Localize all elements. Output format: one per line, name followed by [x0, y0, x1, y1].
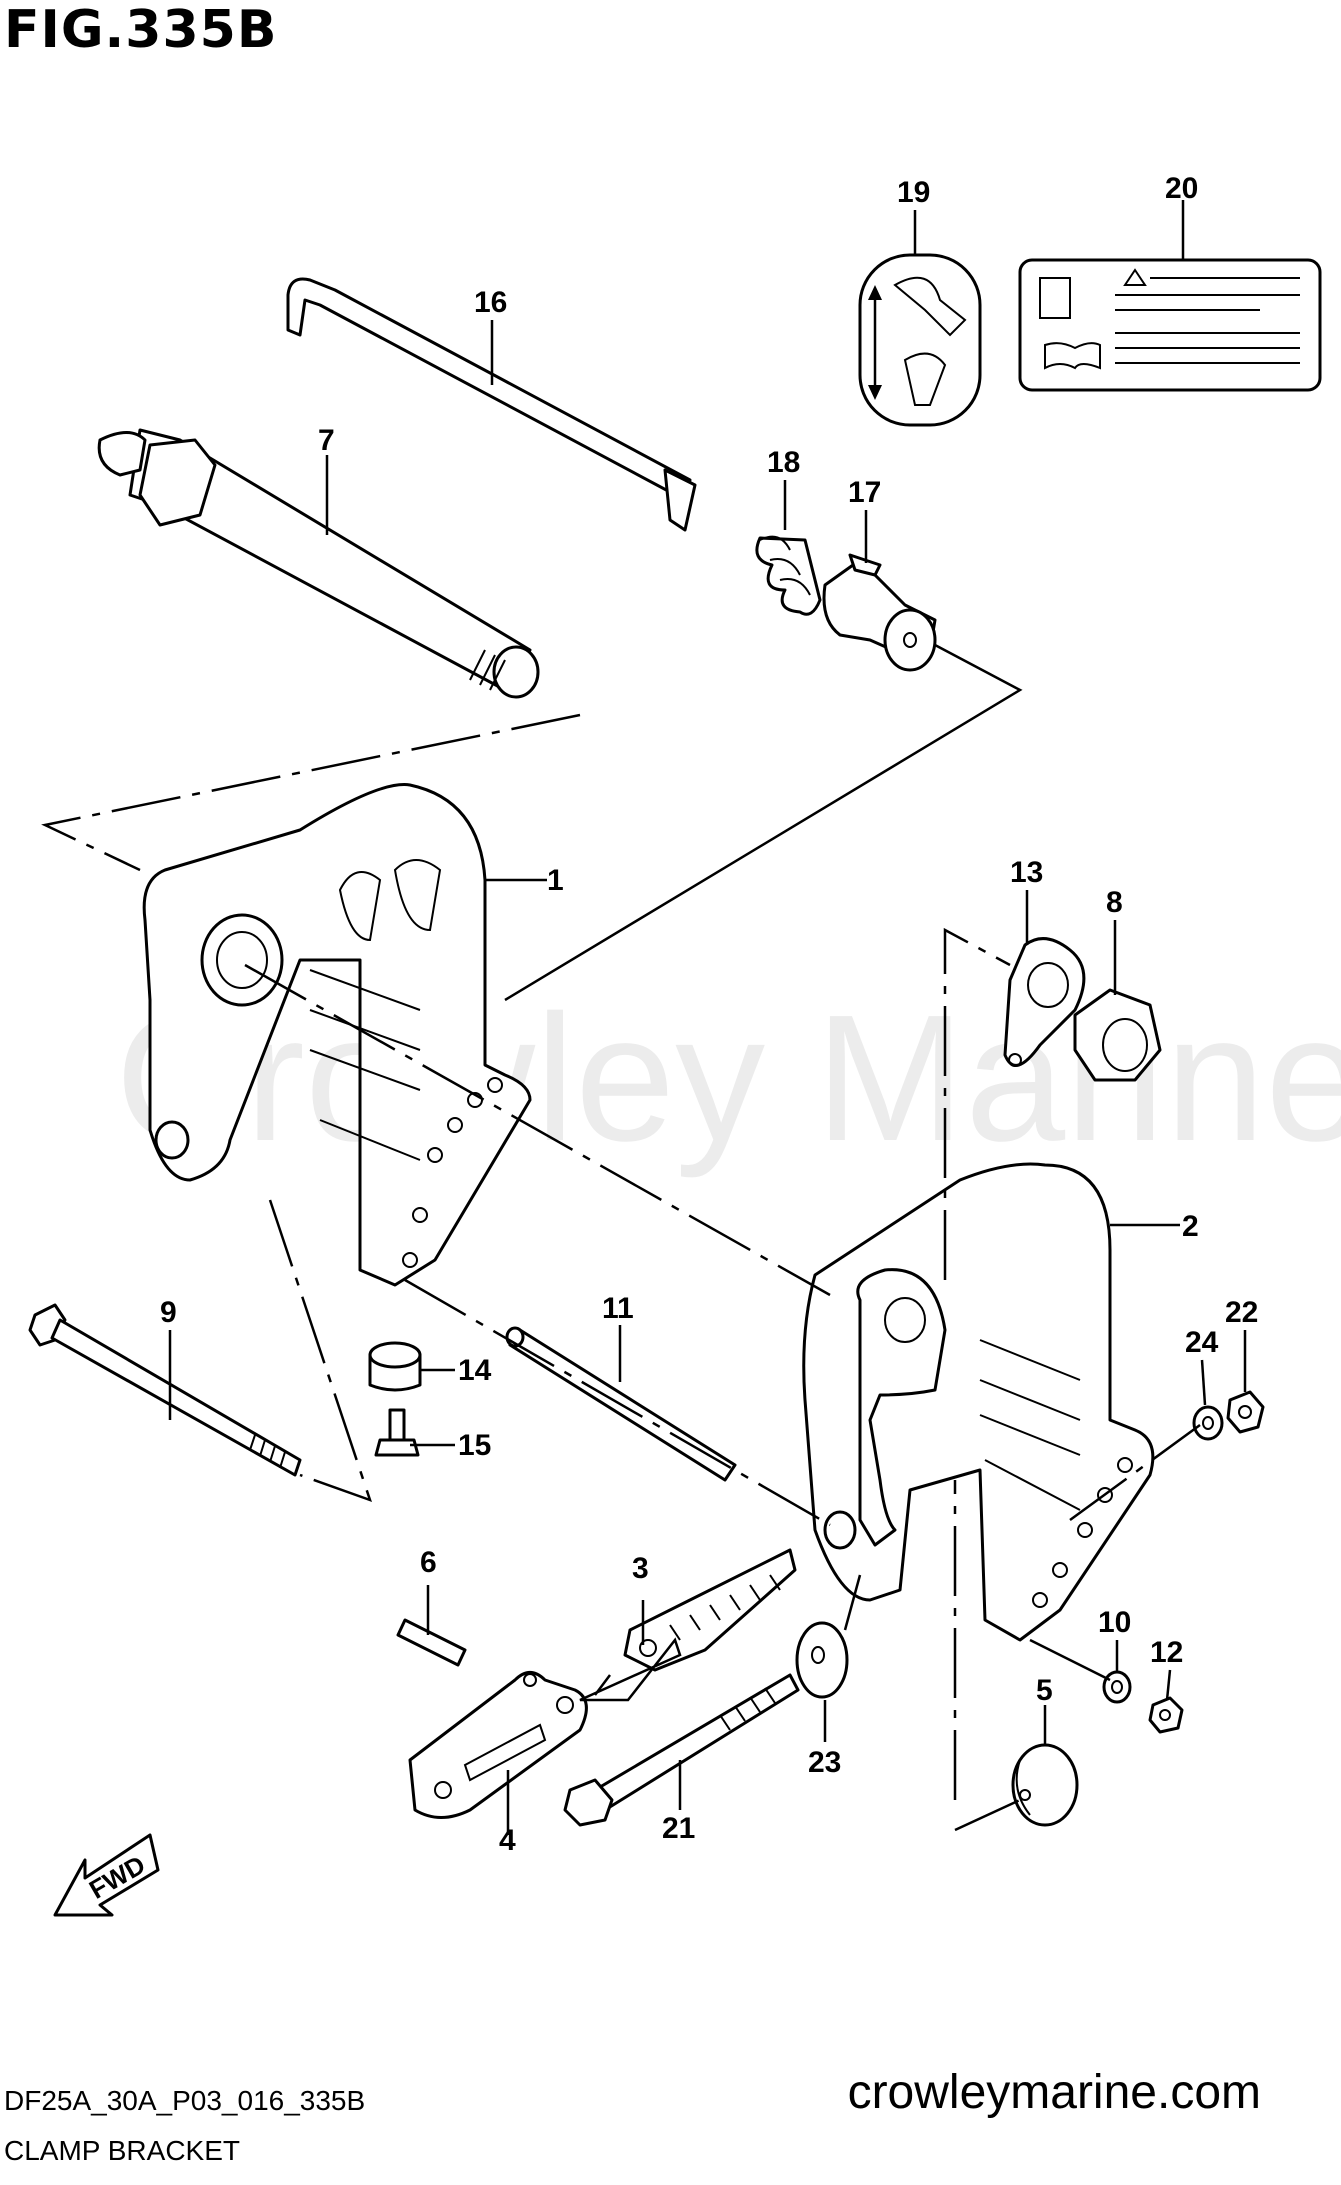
fwd-arrow-icon: FWD	[53, 1833, 160, 1917]
callout-10[interactable]: 10	[1098, 1606, 1131, 1639]
callout-23[interactable]: 23	[808, 1746, 841, 1779]
callout-1[interactable]: 1	[547, 864, 564, 897]
part-8-nut[interactable]	[1073, 988, 1162, 1082]
part-10-washer[interactable]	[1102, 1670, 1132, 1704]
part-9-bolt[interactable]	[28, 1303, 302, 1477]
callout-8[interactable]: 8	[1106, 886, 1123, 919]
callout-11[interactable]: 11	[602, 1292, 634, 1325]
callout-6[interactable]: 6	[420, 1546, 437, 1579]
part-6-pin[interactable]	[396, 1618, 467, 1667]
callout-labels: 1 2 3 4 5 6 7 8 9 10 11 12 13 14 15 16 1…	[160, 172, 1258, 1857]
callout-14[interactable]: 14	[458, 1354, 492, 1387]
part-3-adjuster[interactable]	[623, 1548, 797, 1672]
site-link[interactable]: crowleymarine.com	[847, 2066, 1261, 2119]
callout-20[interactable]: 20	[1165, 172, 1198, 205]
part-24-washer[interactable]	[1192, 1405, 1224, 1441]
callout-9[interactable]: 9	[160, 1296, 177, 1329]
part-5-cap[interactable]	[1011, 1743, 1079, 1827]
callout-24[interactable]: 24	[1185, 1326, 1219, 1359]
part-22-nut[interactable]	[1226, 1390, 1265, 1434]
callout-3[interactable]: 3	[632, 1552, 649, 1585]
part-12-nut[interactable]	[1148, 1696, 1184, 1734]
part-15-bolt[interactable]	[374, 1408, 420, 1457]
callout-22[interactable]: 22	[1225, 1296, 1258, 1329]
callout-18[interactable]: 18	[767, 446, 800, 479]
part-13-plate[interactable]	[1003, 937, 1086, 1067]
assembly-lines	[41, 643, 1201, 1832]
part-20-label[interactable]	[1018, 258, 1322, 392]
callout-12[interactable]: 12	[1150, 1636, 1183, 1669]
callout-16[interactable]: 16	[474, 286, 507, 319]
diagram-name: CLAMP BRACKET	[4, 2135, 240, 2166]
part-14-collar[interactable]	[368, 1341, 422, 1392]
part-21-bolt[interactable]	[563, 1673, 800, 1827]
part-18-spring[interactable]	[755, 535, 822, 616]
part-2-bracket[interactable]	[802, 1162, 1155, 1642]
part-17-knob[interactable]	[822, 553, 937, 672]
part-1-bracket[interactable]	[142, 783, 532, 1287]
callout-2[interactable]: 2	[1182, 1210, 1199, 1243]
callout-19[interactable]: 19	[897, 176, 930, 209]
callout-21[interactable]: 21	[662, 1812, 695, 1845]
callout-7[interactable]: 7	[318, 424, 335, 457]
callout-5[interactable]: 5	[1036, 1674, 1053, 1707]
callout-4[interactable]: 4	[499, 1824, 516, 1857]
callout-13[interactable]: 13	[1010, 856, 1043, 889]
callout-15[interactable]: 15	[458, 1429, 491, 1462]
leader-lines	[168, 200, 1247, 1835]
part-23-washer[interactable]	[795, 1621, 849, 1699]
part-4-plate[interactable]	[408, 1671, 588, 1819]
callout-17[interactable]: 17	[848, 476, 881, 509]
diagram-code: DF25A_30A_P03_016_335B	[4, 2085, 366, 2116]
figure-title: FIG.335B	[4, 0, 278, 60]
part-16-pin[interactable]	[286, 277, 697, 532]
part-7-tube[interactable]	[97, 428, 540, 699]
part-19-decal[interactable]	[858, 253, 982, 427]
